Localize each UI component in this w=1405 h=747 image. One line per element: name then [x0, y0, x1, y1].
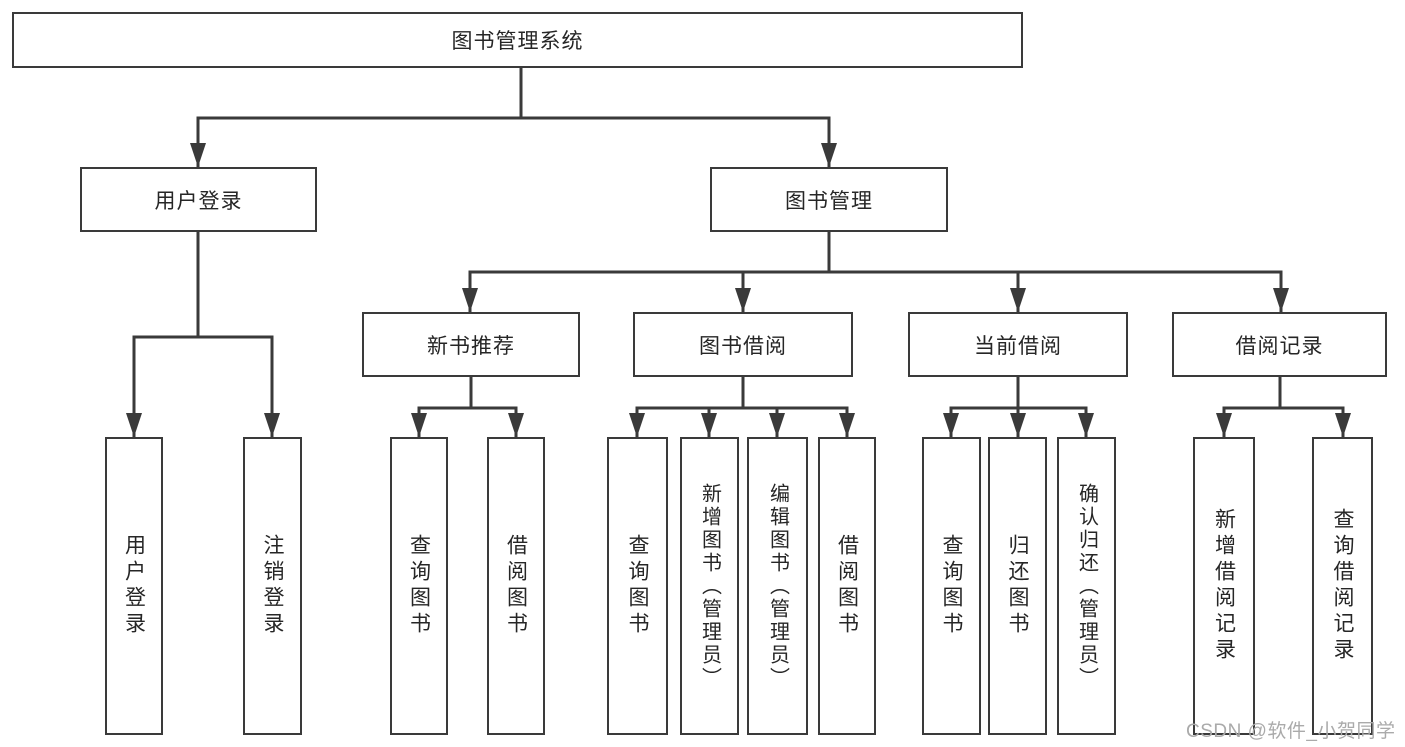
node-user-login: 用户登录 [80, 167, 317, 232]
node-leaf-edit-books-admin: 编辑图书（管理员） [747, 437, 808, 735]
node-book-borrow: 图书借阅 [633, 312, 853, 377]
node-leaf-user-login: 用户登录 [105, 437, 163, 735]
watermark: CSDN @软件_小贺同学 [1186, 721, 1396, 742]
node-leaf-logout: 注销登录 [243, 437, 302, 735]
node-leaf-return-books: 归还图书 [988, 437, 1047, 735]
node-book-management: 图书管理 [710, 167, 948, 232]
node-current-borrow: 当前借阅 [908, 312, 1128, 377]
node-leaf-query-books-recommend: 查询图书 [390, 437, 448, 735]
node-borrow-records: 借阅记录 [1172, 312, 1387, 377]
node-leaf-borrow-books-recommend: 借阅图书 [487, 437, 545, 735]
node-leaf-query-books-current: 查询图书 [922, 437, 981, 735]
node-leaf-query-borrow-record: 查询借阅记录 [1312, 437, 1373, 735]
node-leaf-add-borrow-record: 新增借阅记录 [1193, 437, 1255, 735]
node-new-book-recommend: 新书推荐 [362, 312, 580, 377]
node-root-system: 图书管理系统 [12, 12, 1023, 68]
node-leaf-confirm-return-admin: 确认归还（管理员） [1057, 437, 1116, 735]
node-leaf-borrow-books: 借阅图书 [818, 437, 876, 735]
node-leaf-add-books-admin: 新增图书（管理员） [680, 437, 739, 735]
node-leaf-query-books-borrow: 查询图书 [607, 437, 668, 735]
